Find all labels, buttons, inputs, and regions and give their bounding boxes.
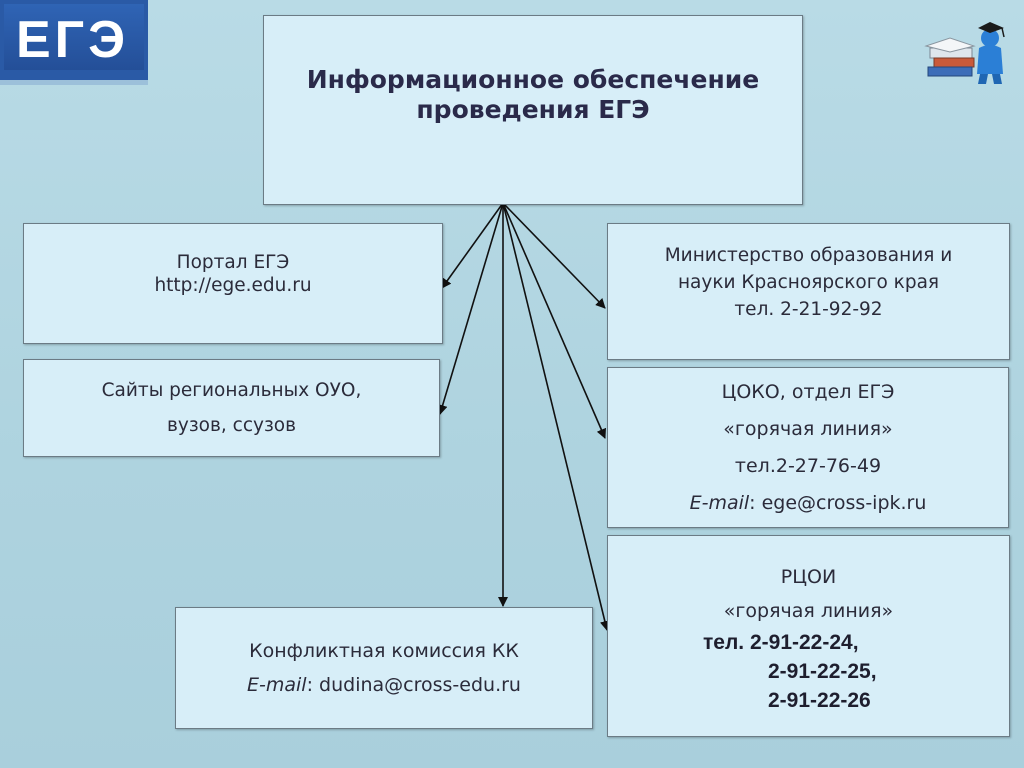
conflict-title: Конфликтная комиссия КК	[249, 640, 519, 662]
title-line-2: проведения ЕГЭ	[416, 95, 650, 124]
title-box: Информационное обеспечение проведения ЕГ…	[263, 15, 803, 205]
ege-logo-panel: ЕГЭ	[4, 4, 144, 70]
conflict-email-value: : dudina@cross-edu.ru	[306, 674, 521, 696]
title-line-1: Информационное обеспечение	[306, 65, 760, 94]
rcoi-title: РЦОИ	[780, 566, 837, 588]
ministry-line-2: науки Красноярского края	[677, 272, 940, 293]
coko-email-label: E-mail	[689, 491, 750, 514]
graduate-with-books-icon	[924, 22, 1005, 84]
coko-title: ЦОКО, отдел ЕГЭ	[721, 380, 895, 403]
ministry-phone: тел. 2-21-92-92	[734, 299, 883, 320]
arrow-to-rcoi	[502, 202, 610, 631]
arrow-to-ministry	[502, 202, 606, 309]
rcoi-phone-2: 2-91-22-25,	[768, 660, 877, 683]
ministry-box: Министерство образования и науки Красноя…	[607, 223, 1010, 360]
portal-title: Портал ЕГЭ	[176, 251, 290, 273]
conflict-email: E-mail: dudina@cross-edu.ru	[176, 668, 592, 702]
rcoi-hotline: «горячая линия»	[723, 600, 894, 622]
ege-logo-text: ЕГЭ	[16, 11, 130, 69]
ministry-line-1: Министерство образования и	[664, 245, 953, 266]
arrow-to-portal	[441, 202, 504, 289]
portal-box: Портал ЕГЭ http://ege.edu.ru	[23, 223, 443, 344]
regional-sites-box: Сайты региональных ОУО, вузов, ссузов	[23, 359, 440, 457]
ege-logo: ЕГЭ	[0, 0, 148, 85]
regional-sites-line-1: Сайты региональных ОУО,	[101, 380, 362, 401]
coko-phone: тел.2-27-76-49	[734, 454, 882, 477]
coko-hotline: «горячая линия»	[723, 417, 893, 440]
coko-email: E-mail: ege@cross-ipk.ru	[608, 485, 1008, 522]
rcoi-box: РЦОИ «горячая линия» тел. 2-91-22-24, 2-…	[607, 535, 1010, 737]
arrow-to-coko	[502, 202, 607, 439]
coko-email-value: : ege@cross-ipk.ru	[749, 491, 927, 514]
rcoi-phone-3: 2-91-22-26	[768, 689, 871, 712]
coko-box: ЦОКО, отдел ЕГЭ «горячая линия» тел.2-27…	[607, 367, 1009, 528]
arrow-to-regional-sites	[437, 202, 504, 415]
regional-sites-line-2: вузов, ссузов	[166, 415, 297, 436]
rcoi-phone-1: тел. 2-91-22-24,	[703, 631, 859, 654]
conflict-commission-box: Конфликтная комиссия КК E-mail: dudina@c…	[175, 607, 593, 729]
conflict-email-label: E-mail	[247, 674, 307, 696]
portal-url: http://ege.edu.ru	[154, 274, 312, 296]
